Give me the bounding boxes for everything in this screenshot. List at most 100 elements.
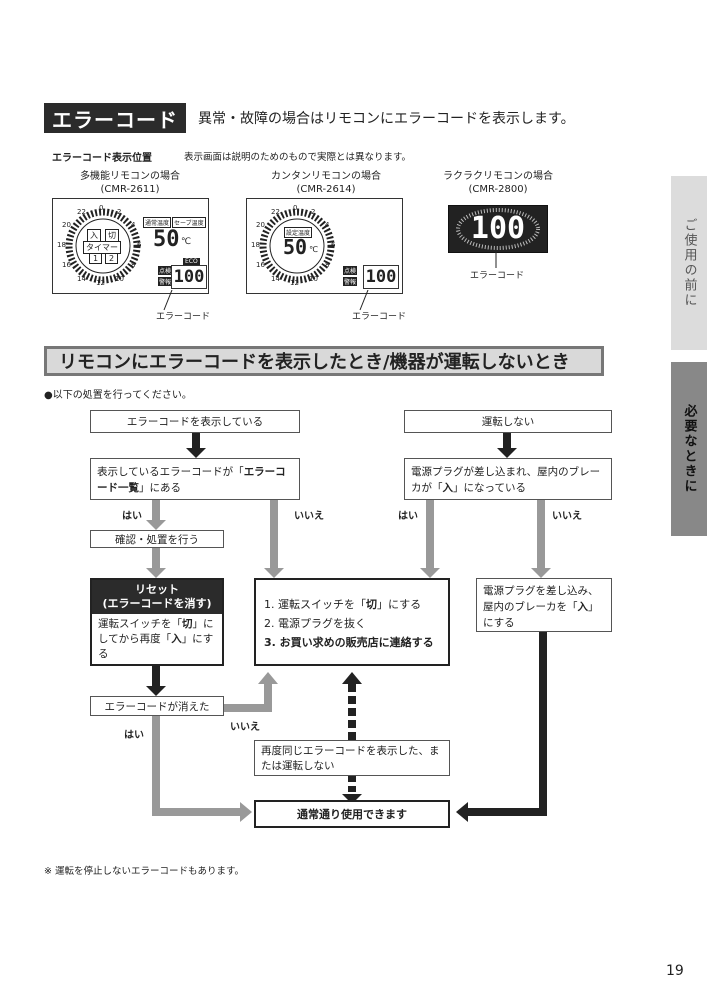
temperature-value: 50 bbox=[153, 227, 180, 252]
timer-2-label: 2 bbox=[105, 253, 119, 264]
tick-label: 10 bbox=[115, 275, 124, 283]
tick-label: 0 bbox=[293, 204, 298, 212]
tick-label: 18 bbox=[251, 241, 260, 249]
question-emphasis: エラーコード一覧 bbox=[97, 466, 286, 494]
normal-temp-label: 通常温度 bbox=[143, 217, 172, 228]
error-pointer-line bbox=[163, 290, 173, 311]
tick-label: 4 bbox=[325, 221, 330, 229]
tick-label: 6 bbox=[331, 241, 336, 249]
tick-label: 4 bbox=[131, 221, 136, 229]
error-pointer-line bbox=[495, 250, 497, 268]
remote-display-1: 0 2 4 6 8 10 12 14 16 18 20 22 入 切 タイマー … bbox=[52, 198, 209, 294]
section-title-error-code: エラーコード bbox=[44, 103, 186, 133]
error-code-display: 100 bbox=[171, 265, 207, 289]
remote-caption-1: 多機能リモコンの場合 (CMR-2611) bbox=[60, 170, 200, 196]
header-description: 異常・故障の場合はリモコンにエラーコードを表示します。 bbox=[198, 111, 575, 127]
tick-label: 12 bbox=[290, 279, 299, 287]
flow-confirm: 確認・処置を行う bbox=[90, 530, 224, 548]
tick-label: 22 bbox=[271, 208, 280, 216]
error-code-display: 100 bbox=[363, 265, 399, 289]
error-code-label: エラーコード bbox=[352, 312, 407, 322]
display-position-label: エラーコード表示位置 bbox=[52, 153, 152, 164]
sidetab-before-use[interactable]: ご使用の前に bbox=[671, 176, 707, 350]
flow-normal-use: 通常通り使用できます bbox=[254, 800, 450, 828]
tick-label: 14 bbox=[271, 275, 280, 283]
remote-caption-3: ラクラクリモコンの場合 (CMR-2800) bbox=[428, 170, 568, 196]
flow-plug-in-box: 電源プラグを差し込み、屋内のブレーカを「入」にする bbox=[476, 578, 612, 632]
display-halo bbox=[456, 208, 540, 250]
yes-label: はい bbox=[398, 511, 418, 522]
flow-question-error-list: 表示しているエラーコードが「エラーコード一覧」にある bbox=[90, 458, 300, 500]
reset-title: リセット bbox=[135, 583, 179, 596]
display-position-note: 表示画面は説明のためのもので実際とは異なります。 bbox=[184, 152, 412, 163]
remote-model: (CMR-2611) bbox=[100, 184, 160, 195]
yes-label: はい bbox=[122, 511, 142, 522]
reset-body: 運転スイッチを「切」にしてから再度「入」にする bbox=[92, 614, 222, 665]
eco-label: ECO bbox=[183, 258, 200, 265]
tick-label: 0 bbox=[99, 204, 104, 212]
tick-label: 10 bbox=[309, 275, 318, 283]
reset-emphasis: 切 bbox=[182, 618, 193, 630]
tick-label: 2 bbox=[311, 208, 316, 216]
question-text: 表示しているエラーコードが「 bbox=[97, 466, 244, 478]
plug-text: 電源プラグを差し込み、屋内のブレーカを「 bbox=[483, 585, 599, 613]
tick-label: 18 bbox=[57, 241, 66, 249]
question-text: 」になっている bbox=[453, 482, 526, 494]
flow-start-not-running: 運転しない bbox=[404, 410, 612, 433]
yes-label: はい bbox=[124, 730, 144, 741]
flow-error-cleared: エラーコードが消えた bbox=[90, 696, 224, 716]
remote-name: ラクラクリモコンの場合 bbox=[443, 171, 553, 182]
remote-model: (CMR-2800) bbox=[468, 184, 528, 195]
tick-label: 2 bbox=[117, 208, 122, 216]
tick-label: 12 bbox=[96, 279, 105, 287]
plug-text: 」にする bbox=[483, 601, 599, 629]
no-label: いいえ bbox=[230, 722, 260, 733]
flow-start-error-shown: エラーコードを表示している bbox=[90, 410, 300, 433]
question-text: 電源プラグが差し込まれ、屋内のブレーカが「 bbox=[411, 466, 601, 494]
action-step-1: 1. 運転スイッチを「切」にする bbox=[264, 595, 440, 614]
sidetab-when-needed[interactable]: 必要なときに bbox=[671, 362, 707, 536]
remote-caption-2: カンタンリモコンの場合 (CMR-2614) bbox=[256, 170, 396, 196]
remote-display-3: 100 bbox=[448, 205, 548, 253]
remote-model: (CMR-2614) bbox=[296, 184, 356, 195]
flow-reset-box: リセット (エラーコードを消す) 運転スイッチを「切」にしてから再度「入」にする bbox=[90, 578, 224, 666]
reset-emphasis: 入 bbox=[171, 633, 182, 645]
alarm-label: 警報 bbox=[343, 277, 358, 286]
remote-display-2: 0 2 4 6 8 10 12 14 16 18 20 22 設定温度 50 ℃… bbox=[246, 198, 403, 294]
error-pointer-line bbox=[359, 290, 369, 311]
action-text: 1. 運転スイッチを「 bbox=[264, 598, 366, 611]
action-text: 」にする bbox=[377, 598, 422, 611]
error-code-label: エラーコード bbox=[156, 312, 211, 322]
flow-question-power: 電源プラグが差し込まれ、屋内のブレーカが「入」になっている bbox=[404, 458, 612, 500]
tick-label: 20 bbox=[62, 221, 71, 229]
question-emphasis: 入 bbox=[442, 482, 454, 494]
remote-name: カンタンリモコンの場合 bbox=[271, 171, 381, 182]
tick-label: 8 bbox=[131, 261, 136, 269]
reset-subtitle: (エラーコードを消す) bbox=[102, 597, 212, 610]
tick-label: 16 bbox=[62, 261, 71, 269]
alarm-label: 警報 bbox=[158, 277, 173, 286]
dial-graphic bbox=[259, 208, 335, 284]
question-text: 」にある bbox=[139, 482, 181, 494]
temperature-unit: ℃ bbox=[181, 237, 192, 247]
reset-text: 運転スイッチを「 bbox=[98, 618, 182, 630]
footnote: ※ 運転を停止しないエラーコードもあります。 bbox=[44, 866, 245, 877]
plug-emphasis: 入 bbox=[577, 601, 589, 613]
tick-label: 6 bbox=[137, 241, 142, 249]
instruction-text: ●以下の処置を行ってください。 bbox=[44, 390, 192, 401]
tick-label: 22 bbox=[77, 208, 86, 216]
reset-text: 」にする bbox=[98, 633, 214, 660]
page-number: 19 bbox=[666, 963, 684, 979]
error-code-display: 100 bbox=[470, 211, 526, 246]
tick-label: 16 bbox=[256, 261, 265, 269]
section-heading-troubleshoot: リモコンにエラーコードを表示したとき/機器が運転しないとき bbox=[44, 346, 604, 376]
action-step-3: 3. お買い求めの販売店に連絡する bbox=[264, 636, 434, 649]
reset-header: リセット (エラーコードを消す) bbox=[92, 580, 222, 614]
no-label: いいえ bbox=[552, 511, 582, 522]
temperature-value: 50 bbox=[283, 235, 308, 259]
timer-1-label: 1 bbox=[89, 253, 103, 264]
inspect-label: 点検 bbox=[158, 266, 173, 275]
tick-label: 20 bbox=[256, 221, 265, 229]
flow-repeat-box: 再度同じエラーコードを表示した、または運転しない bbox=[254, 740, 450, 776]
